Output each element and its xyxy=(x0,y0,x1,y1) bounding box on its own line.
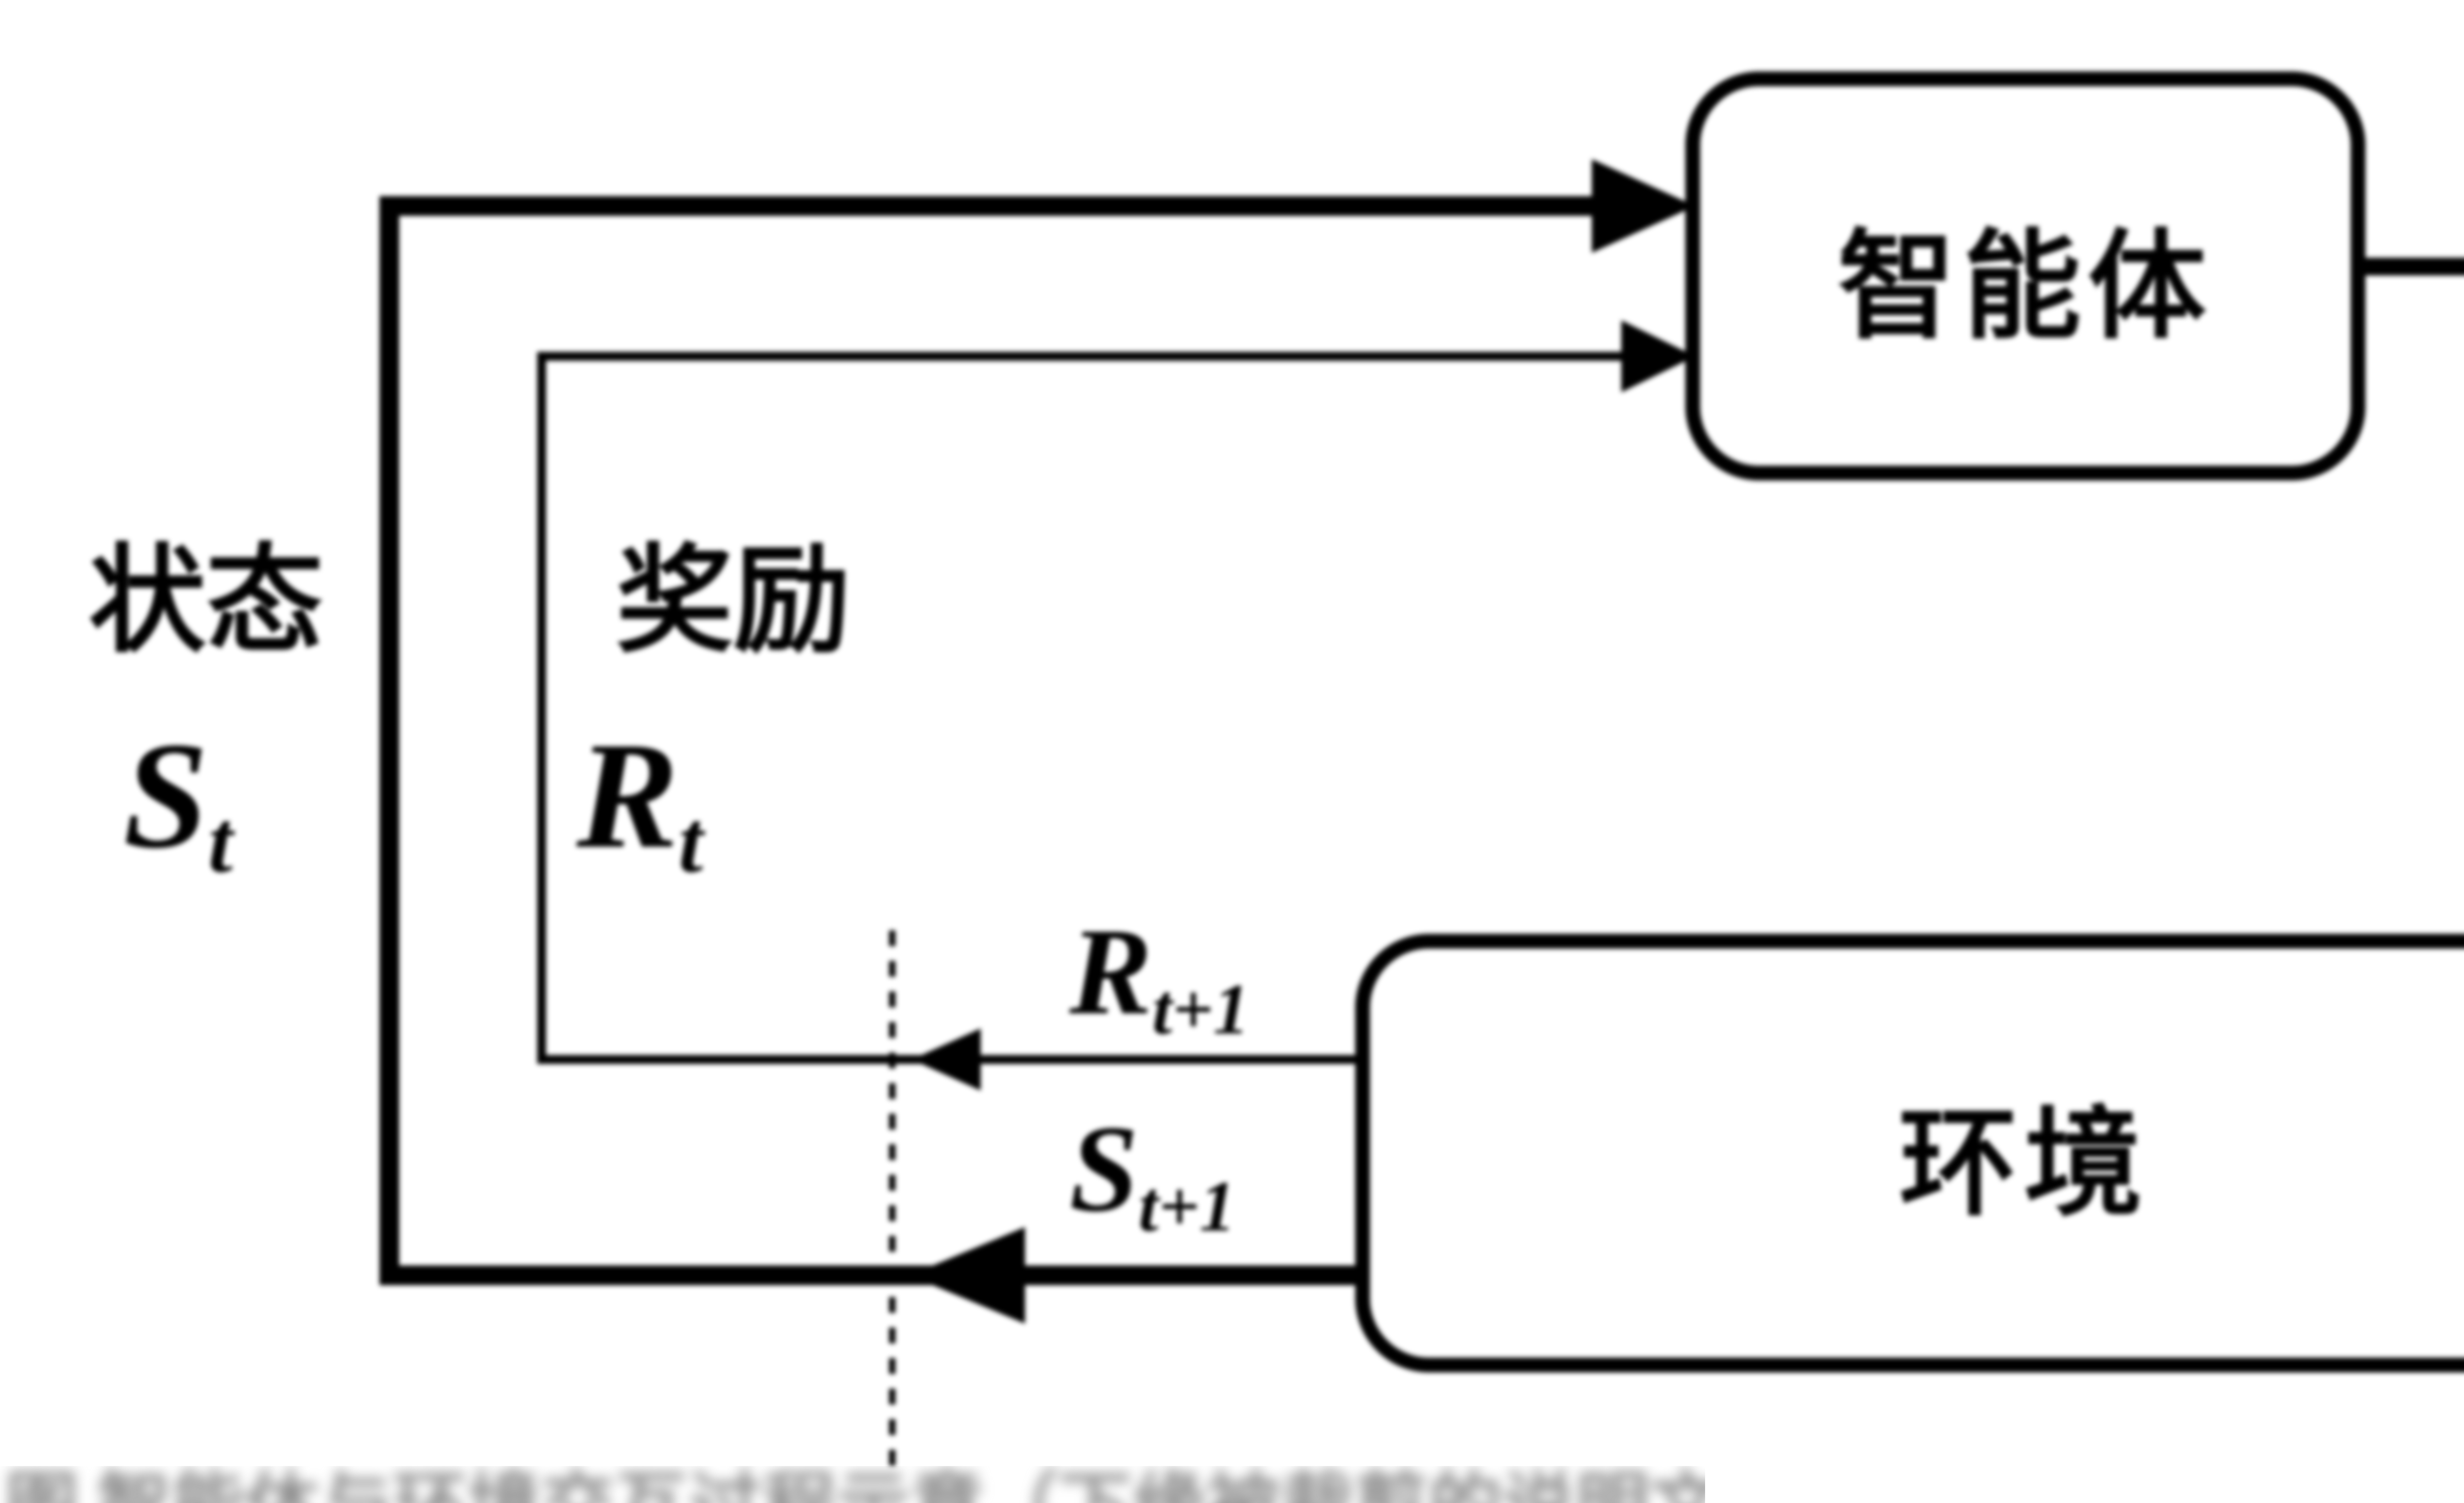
reward-next-symbol-subscript: t+1 xyxy=(1152,969,1250,1049)
agent-node: 智能体 xyxy=(1685,71,2365,480)
state-next-symbol-subscript: t+1 xyxy=(1138,1166,1236,1246)
state-line-bottom xyxy=(379,1265,1360,1285)
reward-symbol-base: R xyxy=(577,711,679,880)
state-next-symbol-base: S xyxy=(1069,1099,1139,1237)
state-line-left xyxy=(379,196,399,1285)
agent-node-label: 智能体 xyxy=(1837,221,2213,353)
reward-next-arrowhead-icon xyxy=(912,1028,981,1091)
reward-symbol-subscript: t xyxy=(678,792,703,891)
state-word-label: 状态 xyxy=(89,537,323,667)
state-into-agent-arrowhead-icon xyxy=(1592,159,1695,253)
reward-next-symbol: Rt+1 xyxy=(1069,909,1249,1045)
state-next-arrowhead-icon xyxy=(909,1227,1025,1324)
state-line-top xyxy=(379,196,1597,216)
cropped-caption-noise-text: 图 智能体与环境交互过程示意（下缘被裁剪的说明文字） xyxy=(5,1470,1705,1503)
state-symbol-subscript: t xyxy=(208,792,233,891)
state-symbol: St xyxy=(123,719,233,886)
reward-next-symbol-base: R xyxy=(1069,902,1153,1040)
action-line-top xyxy=(2361,258,2464,275)
reward-line-left xyxy=(537,352,546,1064)
state-next-symbol: St+1 xyxy=(1069,1106,1235,1242)
cropped-caption-noise: 图 智能体与环境交互过程示意（下缘被裁剪的说明文字） xyxy=(0,1466,1705,1503)
state-symbol-base: S xyxy=(123,711,208,880)
reward-line-top xyxy=(537,352,1626,361)
reward-into-agent-arrowhead-icon xyxy=(1621,320,1695,392)
reward-word-label: 奖励 xyxy=(616,537,851,667)
environment-node: 环境 xyxy=(1355,934,2464,1372)
environment-node-label: 环境 xyxy=(1899,1098,2150,1230)
reward-symbol: Rt xyxy=(577,719,703,886)
time-step-boundary-dashed-line xyxy=(889,930,895,1473)
